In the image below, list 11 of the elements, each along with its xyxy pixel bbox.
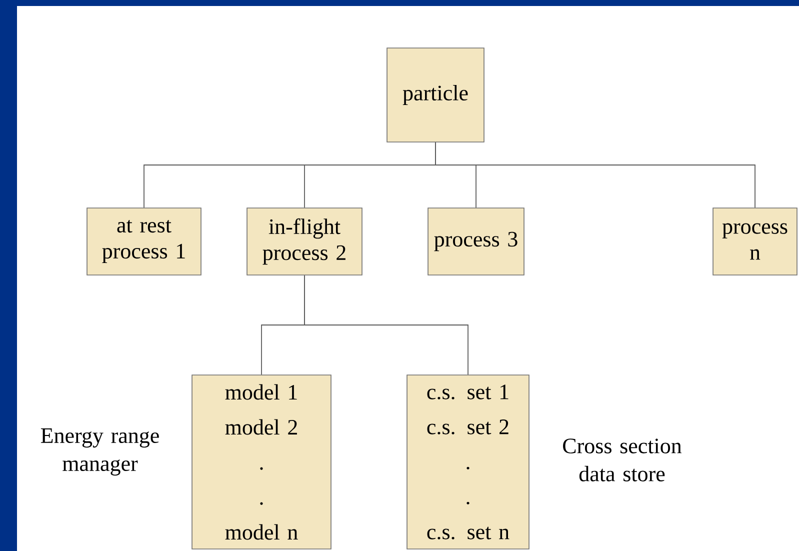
side-label: Cross section data store	[563, 438, 682, 482]
connector-line	[435, 142, 756, 208]
process-box: at rest process 1	[86, 208, 202, 276]
process-box: in-flight process 2	[246, 208, 362, 276]
process-box: particle	[386, 48, 484, 142]
process-box: c.s. set 1 c.s. set 2 . . c.s. set n	[406, 374, 530, 550]
connector-line	[304, 274, 468, 376]
process-box: process n	[712, 208, 798, 276]
side-label: Energy range manager	[40, 428, 159, 476]
process-box: process 3	[428, 208, 524, 276]
process-box: model 1 model 2 . . model n	[192, 374, 332, 550]
